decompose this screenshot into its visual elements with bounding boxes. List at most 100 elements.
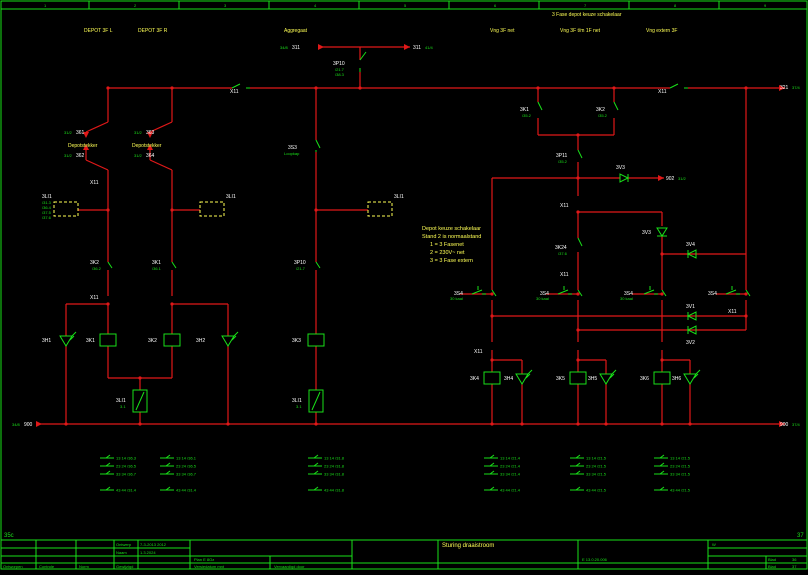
label-x11-h: X11	[728, 309, 737, 315]
sheet-number-right: 37	[797, 533, 804, 539]
sub-3s4-b: 30 kaal	[536, 296, 549, 301]
ref-900-out: 37/4	[792, 422, 801, 427]
tb-doc-no: E 13.0.20.006	[582, 557, 608, 562]
label-3li1-a: 3LI1	[42, 194, 52, 200]
junction-dot	[744, 86, 748, 90]
tb-vervaardigd: Vervaardigd door	[274, 564, 305, 569]
junction-dot	[138, 376, 142, 380]
tb-norm: Norm	[79, 564, 89, 569]
contact-row: 23 24 /31.8	[324, 464, 345, 469]
tb-gewijzigd: Gewijzigd	[116, 564, 133, 569]
label-3h6: 3H6	[672, 376, 681, 382]
contact-row: 13 14 /36.1	[176, 456, 197, 461]
junction-dot	[226, 422, 230, 426]
keuze-line-5: 3 = 3 Fase extern	[430, 258, 473, 264]
ref-3p10-top-1: /21.7	[335, 67, 345, 72]
ref-361: 31/2	[64, 130, 73, 135]
junction-dot	[314, 208, 318, 212]
ref-900-in: 34/8	[12, 422, 21, 427]
junction-dot	[490, 422, 494, 426]
label-coil-3k4: 3K4	[470, 376, 479, 382]
keuze-line-2: Stand 2 is normaalstand	[422, 234, 481, 240]
wire-321: 321	[780, 85, 789, 91]
contact-row: 23 24 /21.5	[586, 464, 607, 469]
label-3p10-b: 3P10	[294, 260, 306, 266]
column-mark: 9	[764, 3, 767, 8]
tb-blad-label-2: Blad	[768, 564, 776, 569]
junction-dot	[106, 208, 110, 212]
column-mark: 3	[224, 3, 227, 8]
contact-row: 43 44 /31.8	[324, 488, 345, 493]
junction-dot	[660, 252, 664, 256]
contact-row: 23 24 /21.4	[500, 464, 521, 469]
junction-dot	[576, 210, 580, 214]
wire-311-out: 311	[413, 45, 421, 51]
tb-plan: Plan E 8Oz	[194, 557, 214, 562]
ref-3li-3: /37.5	[42, 210, 52, 215]
wire-arrows	[36, 44, 785, 427]
title-block: Ontwerp 1.3.2024 7-3-2013 2012 Plan E 8O…	[1, 539, 807, 569]
contact-row: 23 24 /36.5	[176, 464, 197, 469]
wire-361: 361	[76, 130, 85, 136]
label-3k24: 3K24	[555, 245, 567, 251]
label-aggregaat: Aggregaat	[284, 28, 308, 34]
label-3v4: 3V4	[686, 242, 695, 248]
tb-w-label: W	[712, 542, 716, 547]
ref-3li-1: /31.3	[42, 200, 52, 205]
label-depot-l: DEPOT 3F L	[84, 28, 113, 34]
label-depotstekker-r: Depotstekker	[132, 143, 162, 149]
contact-row: 43 44 /21.4	[500, 488, 521, 493]
ref-362: 31/2	[64, 153, 73, 158]
label-3s3-sub: Loopkap	[284, 151, 300, 156]
ref-363: 31/2	[134, 130, 143, 135]
contact-row: 13 14 /21.5	[670, 456, 691, 461]
tb-versiedatum: Versiedatum mnt	[194, 564, 225, 569]
wire-363: 363	[146, 130, 155, 136]
contact-table-k6: 13 14 /21.523 24 /21.533 34 /21.543 44 /…	[654, 454, 691, 493]
contact-tables: 13 14 /36.323 24 /36.533 34 /36.743 44 /…	[100, 454, 691, 493]
junction-dot	[358, 86, 362, 90]
label-3v3: 3V3	[616, 165, 625, 171]
contact-row: 23 24 /21.5	[670, 464, 691, 469]
ref-3k24: /37.6	[558, 251, 568, 256]
junction-dot	[106, 302, 110, 306]
label-x11-g: X11	[474, 349, 483, 355]
wire-311-in: 311	[292, 45, 300, 51]
ref-364: 31/2	[134, 153, 143, 158]
junction-dot	[490, 314, 494, 318]
label-3v1: 3V1	[686, 304, 695, 310]
label-x11-c: X11	[90, 180, 99, 186]
contact-row: 33 34 /31.8	[324, 472, 345, 477]
label-coil-3k3: 3K3	[292, 338, 301, 344]
junction-dot	[170, 208, 174, 212]
label-3h2: 3H2	[196, 338, 205, 344]
label-keuze-title: 3 Fase depot keuze schakelaar	[552, 12, 622, 18]
ref-3k1-right: /35.2	[522, 113, 532, 118]
column-mark: 6	[494, 3, 497, 8]
label-3h1: 3H1	[42, 338, 51, 344]
contact-table-k1: 13 14 /36.323 24 /36.533 34 /36.743 44 /…	[100, 454, 137, 493]
ref-3li-4: /37.6	[42, 215, 52, 220]
sub-li1-b: 3.1	[296, 404, 302, 409]
label-x11-e: X11	[560, 203, 569, 209]
contact-row: 13 14 /31.8	[324, 456, 345, 461]
label-3v3-b: 3V3	[642, 230, 651, 236]
label-coil-3k2: 3K2	[148, 338, 157, 344]
junction-dot	[576, 133, 580, 137]
ref-902: 31/2	[678, 176, 687, 181]
junction-dot	[138, 422, 142, 426]
ref-321: 37/4	[792, 85, 801, 90]
contact-row: 43 44 /21.5	[586, 488, 607, 493]
junction-dot	[576, 422, 580, 426]
contact-row: 23 24 /36.5	[116, 464, 137, 469]
label-3s4-a: 3S4	[454, 291, 463, 297]
wire-900-out: 900	[780, 422, 789, 428]
tb-ontworpen: Ontworpen	[3, 564, 23, 569]
contact-row: 43 44 /31.4	[176, 488, 197, 493]
keuze-line-4: 2 = 230V~ net	[430, 250, 465, 256]
junction-dot	[576, 328, 580, 332]
junction-dot	[576, 176, 580, 180]
